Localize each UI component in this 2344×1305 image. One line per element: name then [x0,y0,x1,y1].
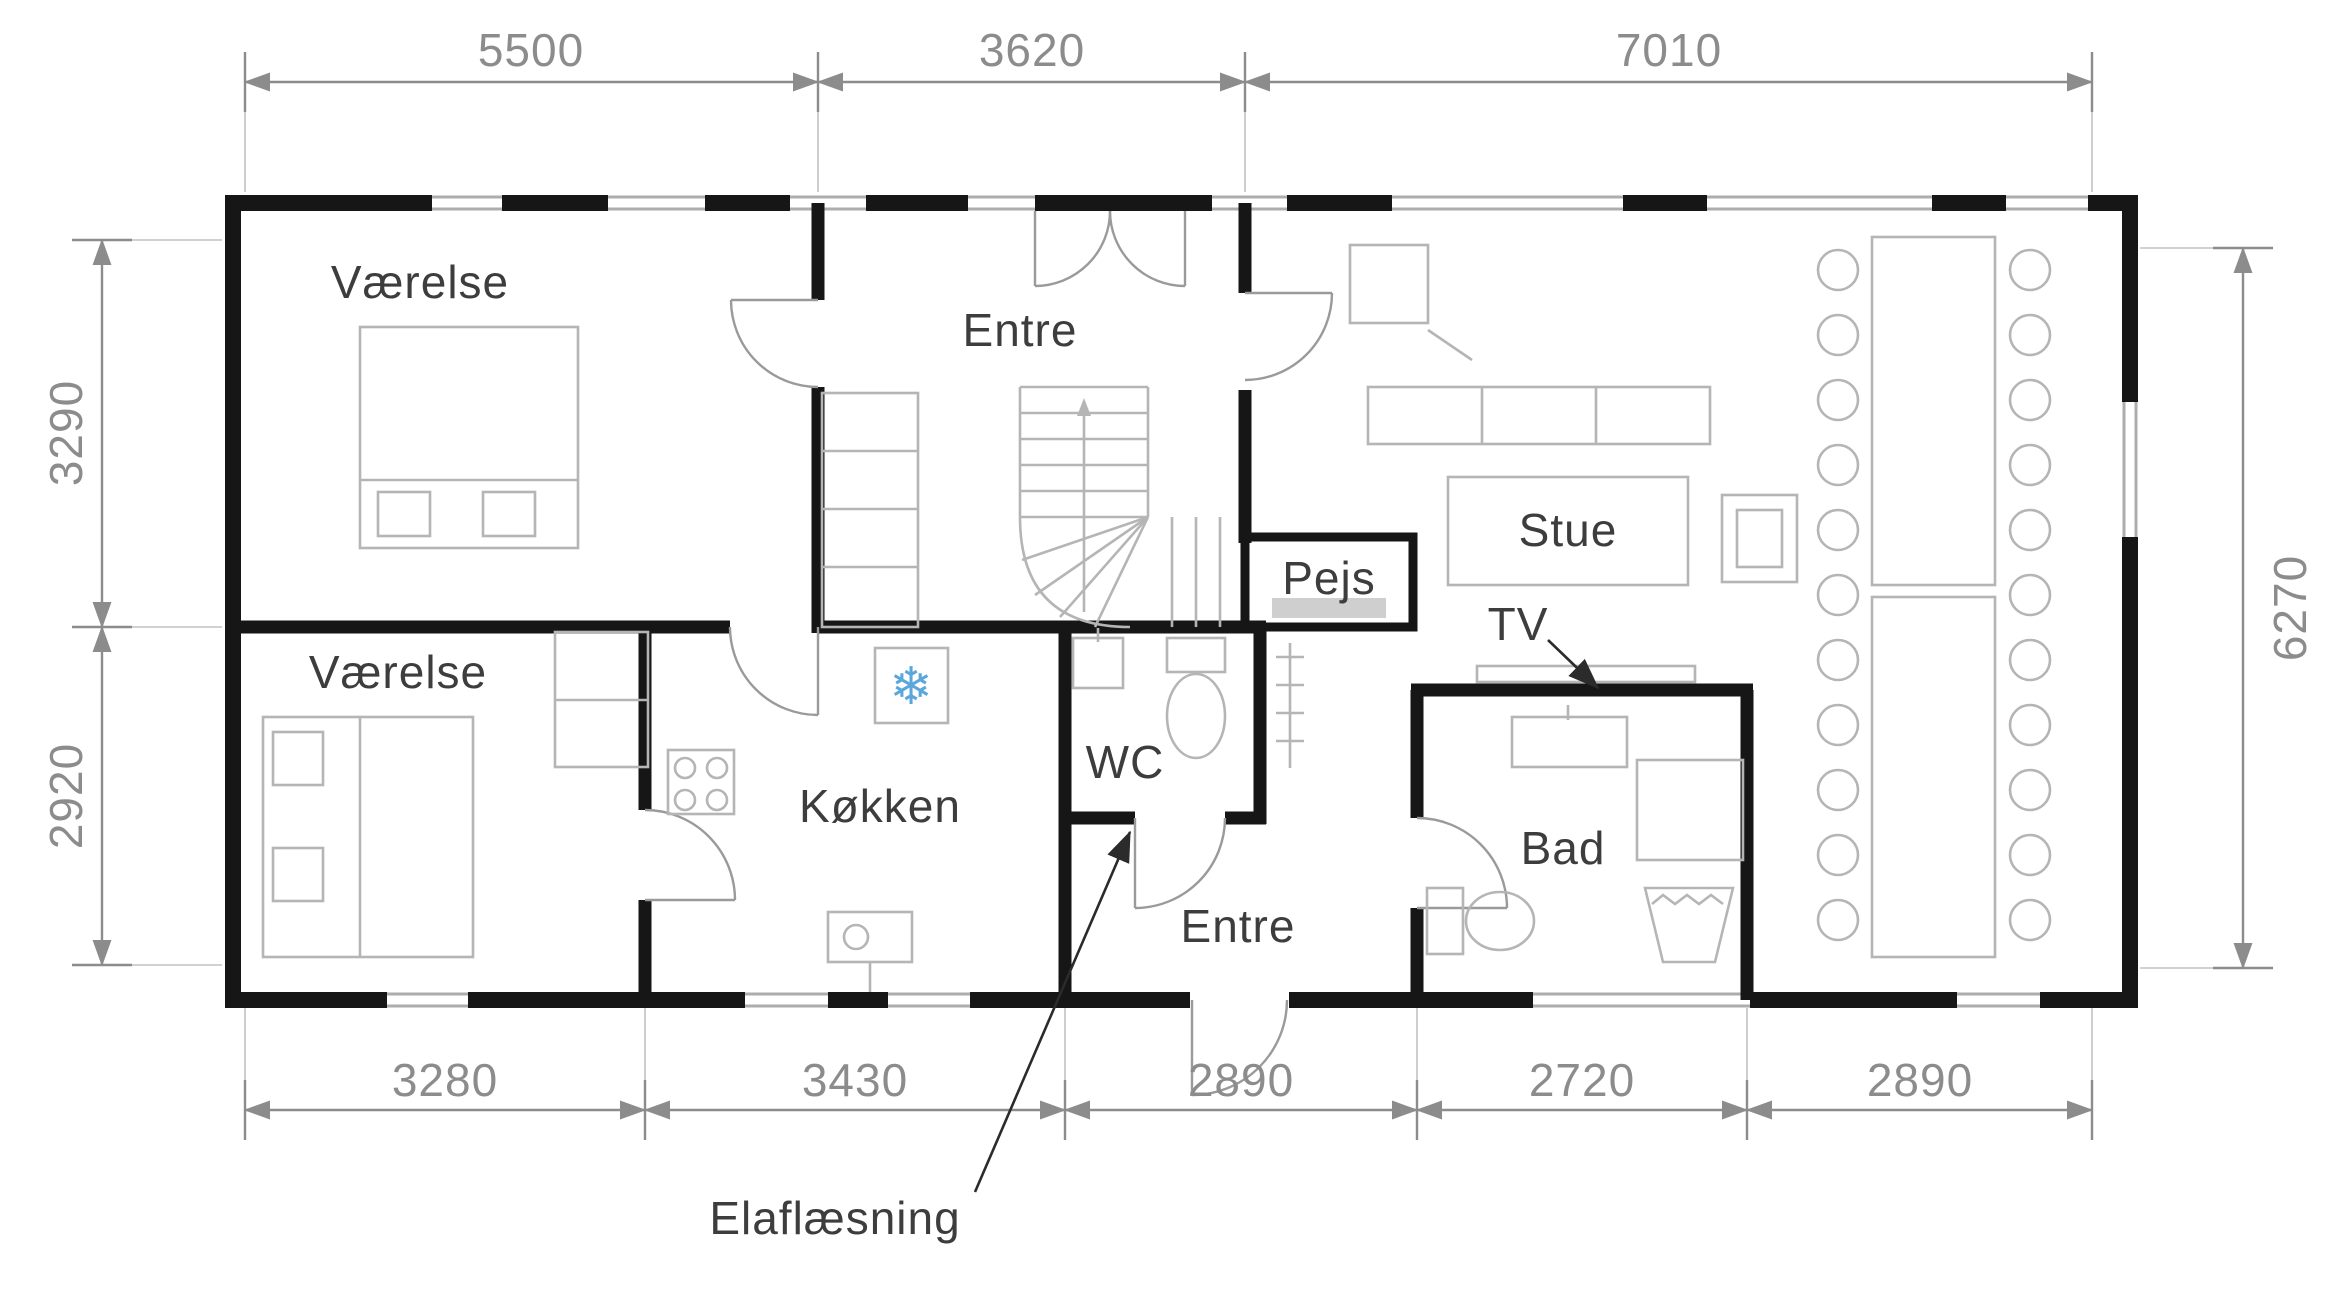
room-label-vaerelse-top: Værelse [331,256,509,308]
room-label-entre-bottom: Entre [1181,900,1296,952]
dim-left-2920: 2920 [40,743,92,849]
hall-wardrobe [820,391,920,629]
doors [644,210,1509,1097]
dim-bottom-3280: 3280 [392,1054,498,1106]
bath-sink [1510,705,1629,769]
dim-top-5500: 5500 [478,24,584,76]
tv-arrow-icon [1547,639,1600,690]
fireplace-opening [1272,598,1386,618]
outer-walls [225,195,2138,1008]
stairs [1018,385,1222,629]
dim-right-6270: 6270 [2264,555,2316,661]
room-label-vaerelse-bottom: Værelse [309,646,487,698]
dimension-labels: 5500 3620 7010 3290 2920 6270 3280 3430 … [40,24,2316,1106]
kitchen-sink [826,910,914,992]
elaflaesning-arrow-icon [973,830,1132,1193]
dim-bottom-2890-left: 2890 [1188,1054,1294,1106]
bed-top [358,325,580,550]
side-table [1720,493,1799,584]
sofa [1366,385,1712,446]
stair-direction-arrow-icon [1077,398,1091,416]
dining-tables [1870,235,1997,959]
coffee-table [1446,475,1690,587]
laundry-tub [1643,886,1735,964]
dim-bottom-2720: 2720 [1529,1054,1635,1106]
dim-top-3620: 3620 [979,24,1085,76]
tv-unit [1475,664,1697,684]
radiator [1276,643,1304,768]
wc-toilet [1165,636,1227,760]
room-labels: Værelse Entre Stue Pejs TV Værelse Køkke… [309,256,1618,1244]
wardrobe-bottom [553,630,650,769]
interior-walls [233,203,1754,1000]
room-label-stue: Stue [1519,504,1618,556]
dimension-lines [72,52,2273,1140]
room-label-koekken: Køkken [799,780,961,832]
bed-bottom [261,715,475,959]
freezer: ❄ [873,646,950,725]
callout-arrows [973,639,1600,1193]
stove [666,748,736,816]
armchair [1348,243,1473,362]
snowflake-icon: ❄ [889,658,933,716]
label-elaflaesning: Elaflæsning [709,1192,960,1244]
shower-cabinet [1635,758,1745,862]
dining-chairs [1816,248,2052,942]
dim-top-7010: 7010 [1616,24,1722,76]
fireplace [1240,532,1418,632]
dim-bottom-2890-right: 2890 [1867,1054,1973,1106]
room-label-tv: TV [1488,598,1549,650]
dim-bottom-3430: 3430 [802,1054,908,1106]
wc-sink [1071,628,1125,690]
furniture: ❄ [261,235,2052,992]
room-label-entre-top: Entre [963,304,1078,356]
room-label-pejs: Pejs [1282,552,1375,604]
dim-left-3290: 3290 [40,380,92,486]
room-label-wc: WC [1086,736,1165,788]
windows [387,187,2146,1016]
room-label-bad: Bad [1521,822,1606,874]
bath-toilet [1425,886,1536,956]
